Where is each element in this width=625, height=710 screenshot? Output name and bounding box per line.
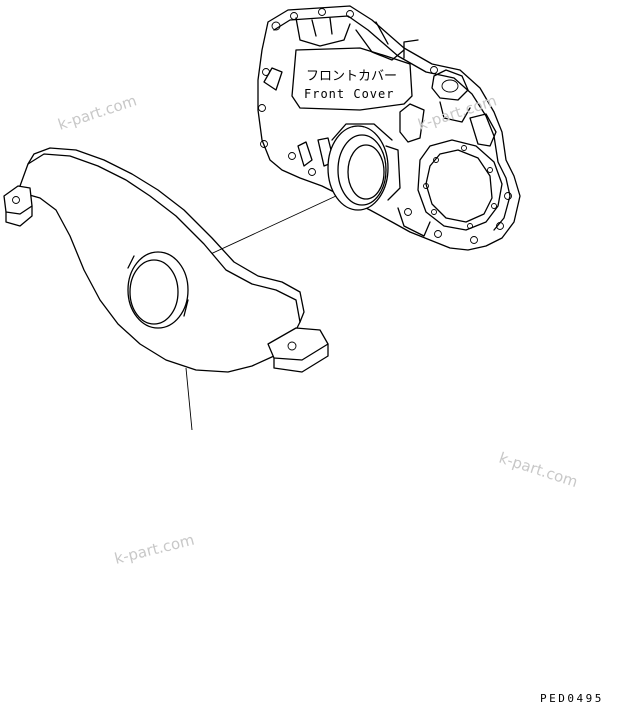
gasket-drawing (3, 147, 329, 373)
front-cover-label-en: Front Cover (304, 87, 394, 101)
figure-code: PED0495 (540, 692, 604, 705)
leader-line-gasket (185, 367, 193, 431)
front-cover-label-jp: フロントカバー (306, 69, 397, 84)
front-cover-drawing (257, 5, 521, 251)
watermark: k-part.com (56, 91, 139, 133)
watermark: k-part.com (113, 531, 197, 568)
leader-line-cover (201, 195, 337, 259)
watermark: k-part.com (497, 449, 580, 491)
